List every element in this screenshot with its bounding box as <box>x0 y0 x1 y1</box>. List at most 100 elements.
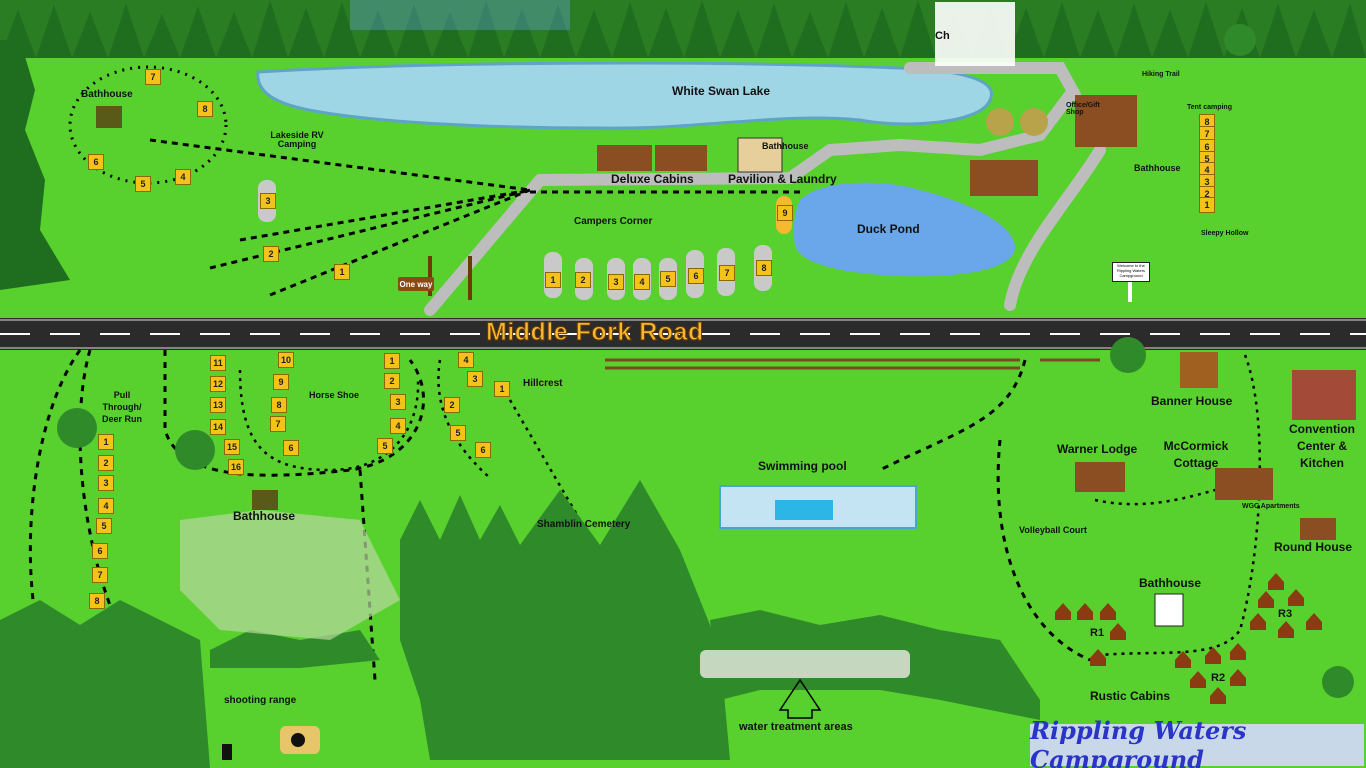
r2-label: R2 <box>1211 672 1226 684</box>
campsite-campers-corner-8: 8 <box>756 260 772 276</box>
campsite-lakeside-5: 5 <box>135 176 151 192</box>
park-roads <box>424 62 1106 316</box>
campsite-horse-shoe-10: 10 <box>278 352 294 368</box>
campsite-campers-corner-1: 1 <box>545 272 561 288</box>
wgc-apartments-label: WGC Apartments <box>1242 503 1300 510</box>
welcome-sign: Welcome to the Rippling Waters Campgroun… <box>1112 262 1150 282</box>
campers-corner-label: Campers Corner <box>574 216 653 227</box>
sleepy-hollow-label: Sleepy Hollow <box>1201 230 1249 237</box>
campsite-horse-shoe-1: 1 <box>384 353 400 369</box>
volleyball-court-label: Volleyball Court <box>1019 525 1087 535</box>
campsite-campers-corner-2: 2 <box>575 272 591 288</box>
campsite-campers-corner-9: 9 <box>777 205 793 221</box>
duck-pond-label: Duck Pond <box>857 222 920 236</box>
rustic-cabin-icons <box>1055 573 1322 704</box>
campsite-hillcrest-2: 2 <box>444 397 460 413</box>
top-forest <box>0 0 1366 58</box>
campsite-lakeside-8: 8 <box>197 101 213 117</box>
campsite-lakeside-6: 6 <box>88 154 104 170</box>
horse-shoe-label: Horse Shoe <box>309 390 360 400</box>
south-forest <box>0 480 1040 768</box>
chapel-label: Ch <box>935 30 950 42</box>
south-forest-light <box>180 510 400 640</box>
campsite-middle-column-15: 15 <box>224 439 240 455</box>
campsite-campers-corner-7: 7 <box>719 265 735 281</box>
campsite-hillcrest-1: 1 <box>494 381 510 397</box>
campsite-lakeside-7: 7 <box>145 69 161 85</box>
campground-title: Rippling Waters Campground <box>1030 716 1247 768</box>
road-name-label: Middle Fork Road <box>486 318 704 347</box>
campsite-pull-through-4: 4 <box>98 498 114 514</box>
pull-through-label: Pull Through/ Deer Run <box>101 390 142 424</box>
round-house-label: Round House <box>1274 540 1352 554</box>
campsite-hillcrest-3: 3 <box>467 371 483 387</box>
shooting-range-art <box>222 726 320 760</box>
campsite-pull-through-8: 8 <box>89 593 105 609</box>
water-treatment-label: water treatment areas <box>739 721 853 733</box>
water-treatment-tanks <box>700 650 910 678</box>
bathhouse-se-label: Bathhouse <box>1139 576 1202 590</box>
banner-house-label: Banner House <box>1151 394 1233 408</box>
campsite-horse-shoe-3: 3 <box>390 394 406 410</box>
hillcrest-label: Hillcrest <box>523 378 563 389</box>
deluxe-cabins-label: Deluxe Cabins <box>611 172 694 186</box>
campsite-middle-column-11: 11 <box>210 355 226 371</box>
campsite-horse-shoe-4: 4 <box>390 418 406 434</box>
shamblin-cemetery-label: Shamblin Cemetery <box>537 519 631 530</box>
water-treatment-arrow <box>778 678 822 719</box>
campsite-middle-column-12: 12 <box>210 376 226 392</box>
campsite-campers-corner-6: 6 <box>688 268 704 284</box>
trails-dotted <box>238 354 1262 657</box>
bathhouse-pavilion-label: Bathhouse <box>762 141 809 151</box>
scattered-trees <box>57 24 1354 698</box>
one-way-post <box>428 256 432 296</box>
campsite-horse-shoe-7: 7 <box>270 416 286 432</box>
hiking-trail-label: Hiking Trail <box>1142 71 1180 78</box>
campsite-horse-shoe-9: 9 <box>273 374 289 390</box>
mccormick-cottage-label: McCormick Cottage <box>1163 439 1229 470</box>
campsite-horse-shoe-6: 6 <box>283 440 299 456</box>
campsite-lakeside-1: 1 <box>334 264 350 280</box>
campsite-lakeside-3: 3 <box>260 193 276 209</box>
swimming-pool-art <box>719 485 917 529</box>
r3-label: R3 <box>1278 608 1293 620</box>
shooting-range-label: shooting range <box>224 695 297 706</box>
white-swan-lake-label: White Swan Lake <box>672 84 771 98</box>
bathhouse-ne-label: Bathhouse <box>1134 163 1181 173</box>
campsite-horse-shoe-5: 5 <box>377 438 393 454</box>
campsite-hillcrest-6: 6 <box>475 442 491 458</box>
campsite-campers-corner-4: 4 <box>634 274 650 290</box>
campsite-pull-through-6: 6 <box>92 543 108 559</box>
campsite-pull-through-5: 5 <box>96 518 112 534</box>
campsite-pull-through-7: 7 <box>92 567 108 583</box>
campsite-lakeside-4: 4 <box>175 169 191 185</box>
loop-nw <box>68 65 228 185</box>
campsite-pull-through-3: 3 <box>98 475 114 491</box>
warner-lodge-label: Warner Lodge <box>1057 442 1138 456</box>
white-swan-lake-water <box>256 61 993 130</box>
bathhouse-nw-label: Bathhouse <box>81 89 133 100</box>
campsite-horse-shoe-2: 2 <box>384 373 400 389</box>
campsite-middle-column-14: 14 <box>210 419 226 435</box>
tent-camping-label: Tent camping <box>1187 104 1232 111</box>
campsite-pull-through-1: 1 <box>98 434 114 450</box>
office-gift-shop-label: Office/Gift Shop <box>1066 102 1100 116</box>
campsite-campers-corner-3: 3 <box>608 274 624 290</box>
lakeside-rv-label: Lakeside RV Camping <box>270 130 324 149</box>
campsite-lakeside-2: 2 <box>263 246 279 262</box>
campsite-campers-corner-5: 5 <box>660 271 676 287</box>
duck-pond-water <box>793 182 1016 277</box>
campsite-hillcrest-5: 5 <box>450 425 466 441</box>
campsite-middle-column-16: 16 <box>228 459 244 475</box>
campsite-middle-column-13: 13 <box>210 397 226 413</box>
convention-center-label: Convention Center & Kitchen <box>1289 422 1355 470</box>
buildings <box>96 2 1356 627</box>
swimming-pool-label: Swimming pool <box>758 459 847 473</box>
campground-brand: Rippling Waters Campground <box>1030 716 1364 768</box>
one-way-sign: One way <box>398 277 434 291</box>
campsite-horse-shoe-8: 8 <box>271 397 287 413</box>
fence <box>605 358 1100 370</box>
r1-label: R1 <box>1090 627 1105 639</box>
